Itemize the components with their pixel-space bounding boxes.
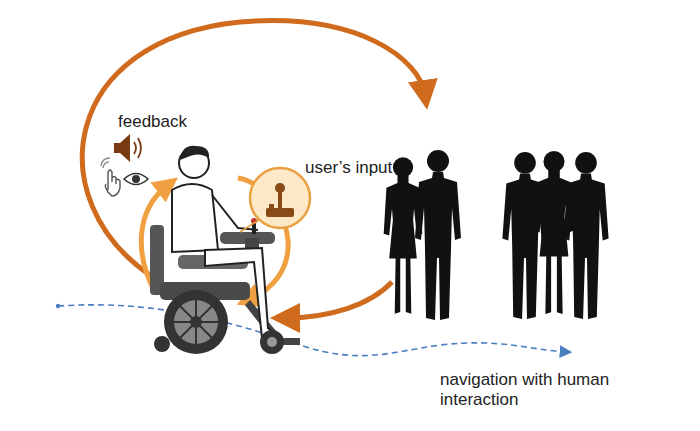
navigation-label: navigation with human interaction [440,370,640,411]
feedback-label: feedback [118,112,187,132]
eye-icon [124,174,148,185]
hand-icon [101,158,120,196]
speaker-icon [114,134,141,162]
input-label: user’s input [305,158,392,178]
joystick-icon [266,183,294,217]
